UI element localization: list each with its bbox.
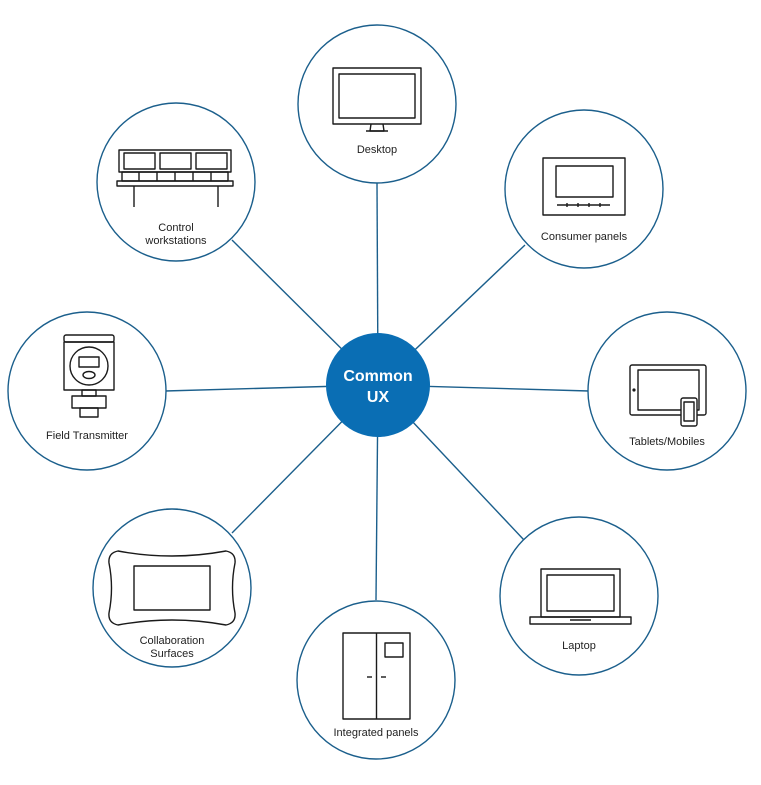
- node-laptop-ring: [499, 516, 659, 676]
- control-workstation-icon: [116, 149, 234, 207]
- node-desktop: Desktop: [297, 24, 457, 184]
- node-control-workstations: Control workstations: [96, 102, 256, 262]
- node-field-transmitter-ring: [7, 311, 167, 471]
- hub: Common UX: [326, 333, 430, 437]
- node-tablets-mobiles-ring: [587, 311, 747, 471]
- node-collaboration-surfaces-ring: [92, 508, 252, 668]
- node-desktop-ring: [297, 24, 457, 184]
- node-label: Surfaces: [150, 648, 194, 660]
- node-laptop: Laptop: [499, 516, 659, 676]
- hub-label-line2: UX: [367, 389, 390, 406]
- cabinet-icon: [342, 632, 411, 720]
- node-label: Tablets/Mobiles: [629, 436, 705, 448]
- node-consumer-panels-ring: [504, 109, 664, 269]
- monitor-icon: [332, 67, 422, 132]
- node-control-workstations-ring: [96, 102, 256, 262]
- field-transmitter-icon: [63, 334, 115, 418]
- node-label: Control: [158, 222, 193, 234]
- laptop-icon: [529, 568, 632, 625]
- collaboration-surface-icon: [108, 550, 236, 626]
- node-label: workstations: [144, 235, 207, 247]
- node-label: Field Transmitter: [46, 430, 128, 442]
- node-label: Laptop: [562, 640, 596, 652]
- node-label: Desktop: [357, 144, 397, 156]
- tablet-mobile-icon: [629, 364, 707, 427]
- node-integrated-panels: Integrated panels: [296, 600, 456, 760]
- node-tablets-mobiles: Tablets/Mobiles: [587, 311, 747, 471]
- hub-label-line1: Common: [343, 368, 412, 385]
- node-collaboration-surfaces: Collaboration Surfaces: [92, 508, 252, 668]
- consumer-panel-icon: [542, 157, 626, 216]
- node-field-transmitter: Field Transmitter: [7, 311, 167, 471]
- node-label: Integrated panels: [333, 727, 419, 739]
- hub-circle: [326, 333, 430, 437]
- node-label: Collaboration: [140, 635, 205, 647]
- node-label: Consumer panels: [541, 231, 628, 243]
- node-consumer-panels: Consumer panels: [504, 109, 664, 269]
